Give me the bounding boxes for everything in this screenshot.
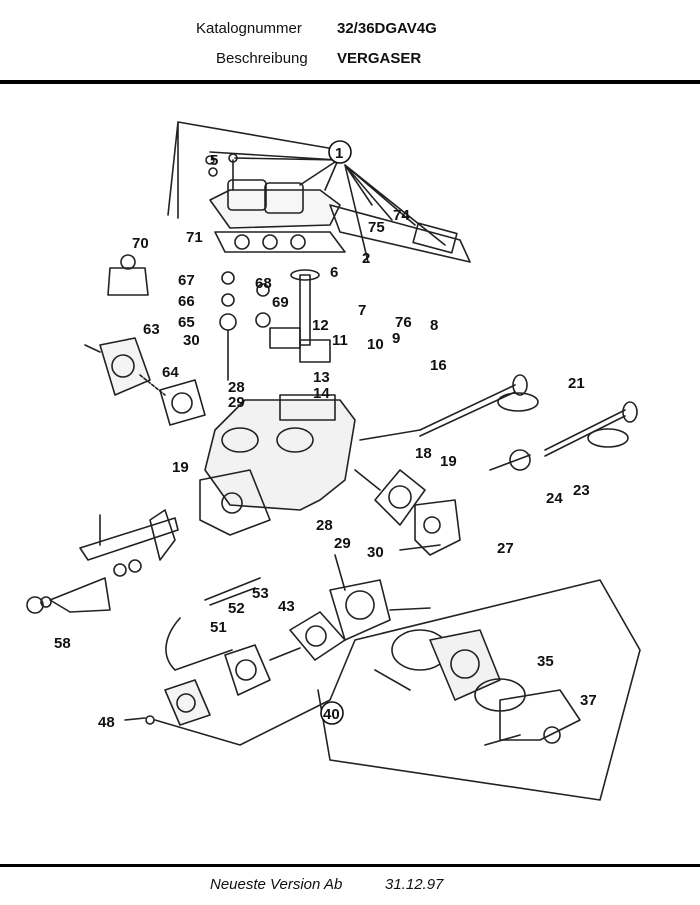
catalog-number-label: Katalognummer [196, 20, 302, 37]
callout-11: 11 [332, 332, 348, 349]
callout-58: 58 [54, 635, 71, 652]
callout-66: 66 [178, 293, 195, 310]
callout-70: 70 [132, 235, 149, 252]
callout-2: 2 [362, 250, 370, 267]
callout-75: 75 [368, 219, 385, 236]
callout-69: 69 [272, 294, 289, 311]
callout-51: 51 [210, 619, 227, 636]
header-rule [0, 80, 700, 84]
callout-24: 24 [546, 490, 563, 507]
callout-28: 28 [228, 379, 245, 396]
callout-74: 74 [393, 207, 410, 224]
callout-64: 64 [162, 364, 179, 381]
callout-21: 21 [568, 375, 585, 392]
callout-23: 23 [573, 482, 590, 499]
description-label: Beschreibung [216, 50, 308, 67]
catalog-number-value: 32/36DGAV4G [337, 20, 437, 37]
callout-67: 67 [178, 272, 195, 289]
callout-65: 65 [178, 314, 195, 331]
callout-14: 14 [313, 385, 330, 402]
callout-30: 30 [183, 332, 200, 349]
callout-40: 40 [323, 706, 340, 723]
callout-19-right: 19 [440, 453, 457, 470]
callout-53: 53 [252, 585, 269, 602]
description-value: VERGASER [337, 50, 422, 67]
callout-76: 76 [395, 314, 412, 331]
callout-16: 16 [430, 357, 447, 374]
callout-43: 43 [278, 598, 295, 615]
footer-rule [0, 864, 700, 867]
callout-27: 27 [497, 540, 514, 557]
callout-18: 18 [415, 445, 432, 462]
callout-29-lower: 29 [334, 535, 351, 552]
callout-29: 29 [228, 394, 245, 411]
callout-1: 1 [335, 145, 343, 162]
callout-71: 71 [186, 229, 203, 246]
callout-30-lower: 30 [367, 544, 384, 561]
callout-13: 13 [313, 369, 330, 386]
callout-10: 10 [367, 336, 384, 353]
callout-48: 48 [98, 714, 115, 731]
callout-19-left: 19 [172, 459, 189, 476]
callout-52: 52 [228, 600, 245, 617]
version-label: Neueste Version Ab [210, 876, 343, 893]
callout-37: 37 [580, 692, 597, 709]
callout-35: 35 [537, 653, 554, 670]
carburetor-exploded-diagram: 1 5 74 75 70 71 2 6 67 68 66 69 12 7 76 … [26, 121, 641, 801]
callout-63: 63 [143, 321, 160, 338]
callout-7: 7 [358, 302, 366, 319]
callout-8: 8 [430, 317, 438, 334]
callout-28-lower: 28 [316, 517, 333, 534]
callout-68: 68 [255, 275, 272, 292]
callout-9: 9 [392, 330, 400, 347]
callout-6: 6 [330, 264, 338, 281]
version-date: 31.12.97 [385, 876, 444, 893]
callout-5: 5 [210, 152, 218, 169]
callout-12: 12 [312, 317, 329, 334]
